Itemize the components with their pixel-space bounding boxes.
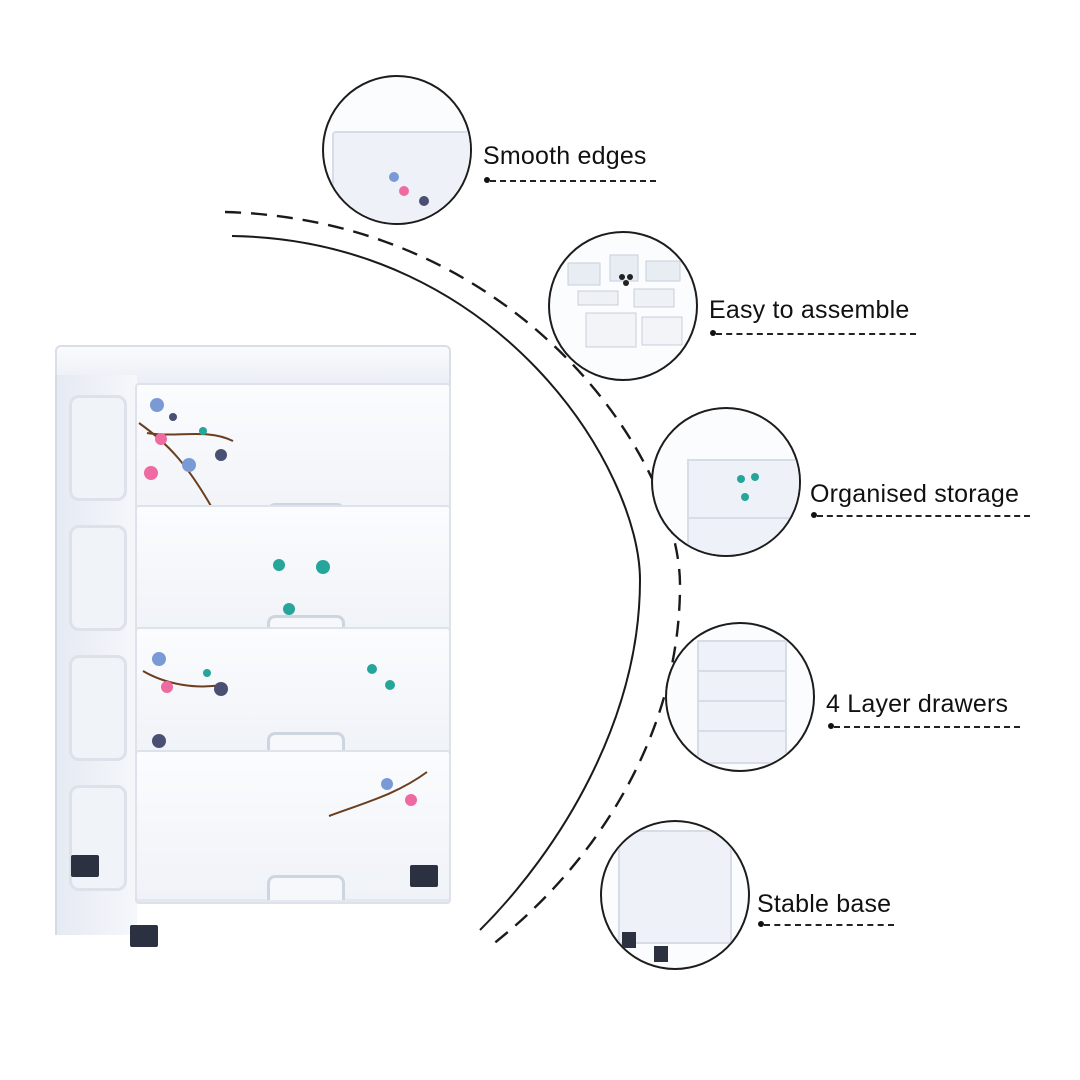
cabinet-drawer	[135, 750, 451, 904]
thumb-lid-corner	[332, 131, 470, 223]
thumb-drawer	[687, 517, 799, 555]
floral-decal	[389, 172, 429, 206]
cabinet-leg	[410, 865, 438, 887]
bullet-dot	[828, 723, 834, 729]
solid-arc	[231, 235, 642, 931]
drawer-handle	[267, 875, 345, 900]
floral-decal	[273, 559, 330, 615]
feature-label: Organised storage	[810, 480, 1020, 508]
dashed-underline	[490, 180, 656, 182]
dashed-underline	[764, 924, 894, 926]
cabinet-leg	[130, 925, 158, 947]
thumb-disassembled-parts	[567, 254, 683, 348]
side-emboss	[69, 655, 127, 761]
dashed-underline	[716, 333, 916, 335]
feature-label: Stable base	[757, 890, 892, 918]
bullet-dot	[811, 512, 817, 518]
cabinet-side-panel	[55, 375, 137, 935]
feature-label: Easy to assemble	[709, 296, 910, 324]
feature-thumbnail	[548, 231, 698, 381]
feature-thumbnail	[665, 622, 815, 772]
floral-decal	[737, 473, 759, 501]
thumb-leg	[622, 932, 636, 948]
dashed-underline	[817, 515, 1030, 517]
thumb-cabinet-base	[618, 830, 732, 944]
feature-label: 4 Layer drawers	[826, 690, 1009, 718]
feature-label: Smooth edges	[483, 142, 647, 170]
feature-thumbnail	[322, 75, 472, 225]
side-emboss	[69, 395, 127, 501]
floral-decal	[138, 398, 234, 514]
thumb-leg	[654, 946, 668, 962]
floral-decal	[142, 652, 228, 748]
cabinet-drawer	[135, 505, 451, 644]
side-emboss	[69, 525, 127, 631]
thumb-cabinet	[697, 640, 787, 764]
drawer-cabinet	[55, 345, 455, 955]
floral-decal	[367, 664, 395, 690]
dashed-arc	[224, 210, 682, 949]
feature-thumbnail	[600, 820, 750, 970]
bullet-dot	[710, 330, 716, 336]
cabinet-leg	[71, 855, 99, 877]
bullet-dot	[484, 177, 490, 183]
bullet-dot	[758, 921, 764, 927]
feature-thumbnail	[651, 407, 801, 557]
floral-decal	[328, 771, 428, 817]
dashed-underline	[834, 726, 1020, 728]
cabinet-drawer	[135, 627, 451, 761]
